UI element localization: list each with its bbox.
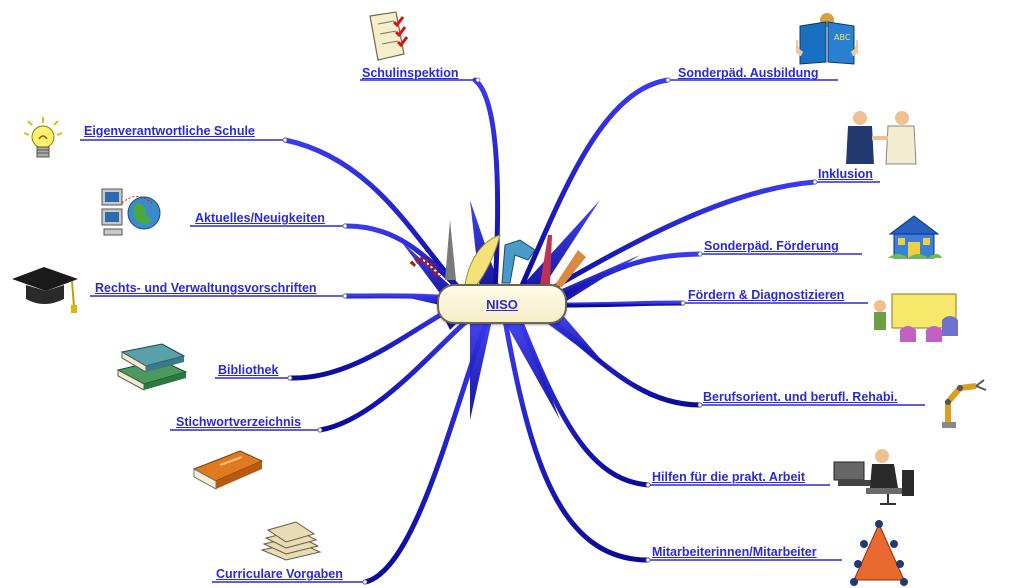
branch-ausbildung [517,77,671,293]
branch-diagnostizieren [557,300,686,308]
branch-label-foerdern-diagnostizieren[interactable]: Fördern & Diagnostizieren [688,288,845,302]
branch-label-sonderpaed-ausbildung[interactable]: Sonderpäd. Ausbildung [678,66,819,80]
checklist-icon [369,11,409,61]
branch-inklusion [537,179,818,298]
branch-label-mitarbeiter[interactable]: Mitarbeiterinnen/Mitarbeiter [652,545,817,559]
branch-mitarbeiter [502,317,651,563]
books-icon [116,343,188,391]
swiss-army-knife-icon [409,220,586,288]
svg-text:ABC: ABC [834,33,851,42]
center-node-label: NISO [486,296,518,312]
branch-label-eigenverantwortliche-schule[interactable]: Eigenverantwortliche Schule [84,124,255,138]
papers-stack-icon [260,521,322,561]
abc-book-reader-icon: ABC [796,13,858,65]
computer-globe-icon [101,188,161,236]
branch-label-inklusion[interactable]: Inklusion [818,167,873,181]
center-node-niso[interactable]: NISO [437,284,567,324]
book-icon [192,450,264,490]
robot-arm-icon [942,379,987,428]
schoolhouse-icon [888,215,942,259]
branch-schulinspektion [472,77,501,293]
branch-label-schulinspektion[interactable]: Schulinspektion [362,66,459,80]
branch-label-sonderpaed-foerderung[interactable]: Sonderpäd. Förderung [704,239,839,253]
branch-label-bibliothek[interactable]: Bibliothek [218,363,279,377]
branch-label-stichwortverzeichnis[interactable]: Stichwortverzeichnis [176,415,302,429]
office-worker-icon [833,449,914,505]
people-handshake-icon [846,111,917,165]
lightbulb-icon [23,117,63,158]
branch-label-aktuelles[interactable]: Aktuelles/Neuigkeiten [195,211,325,225]
graduation-cap-icon [12,267,78,313]
classroom-icon [874,293,958,342]
team-meeting-icon [850,520,908,586]
branch-label-hilfen-praxis[interactable]: Hilfen für die prakt. Arbeit [652,470,806,484]
branch-label-berufsorient[interactable]: Berufsorient. und berufl. Rehabi. [703,390,898,404]
branch-label-rechts-verwaltung[interactable]: Rechts- und Verwaltungsvorschriften [95,281,317,295]
branch-label-curriculare-vorgaben[interactable]: Curriculare Vorgaben [216,567,343,581]
